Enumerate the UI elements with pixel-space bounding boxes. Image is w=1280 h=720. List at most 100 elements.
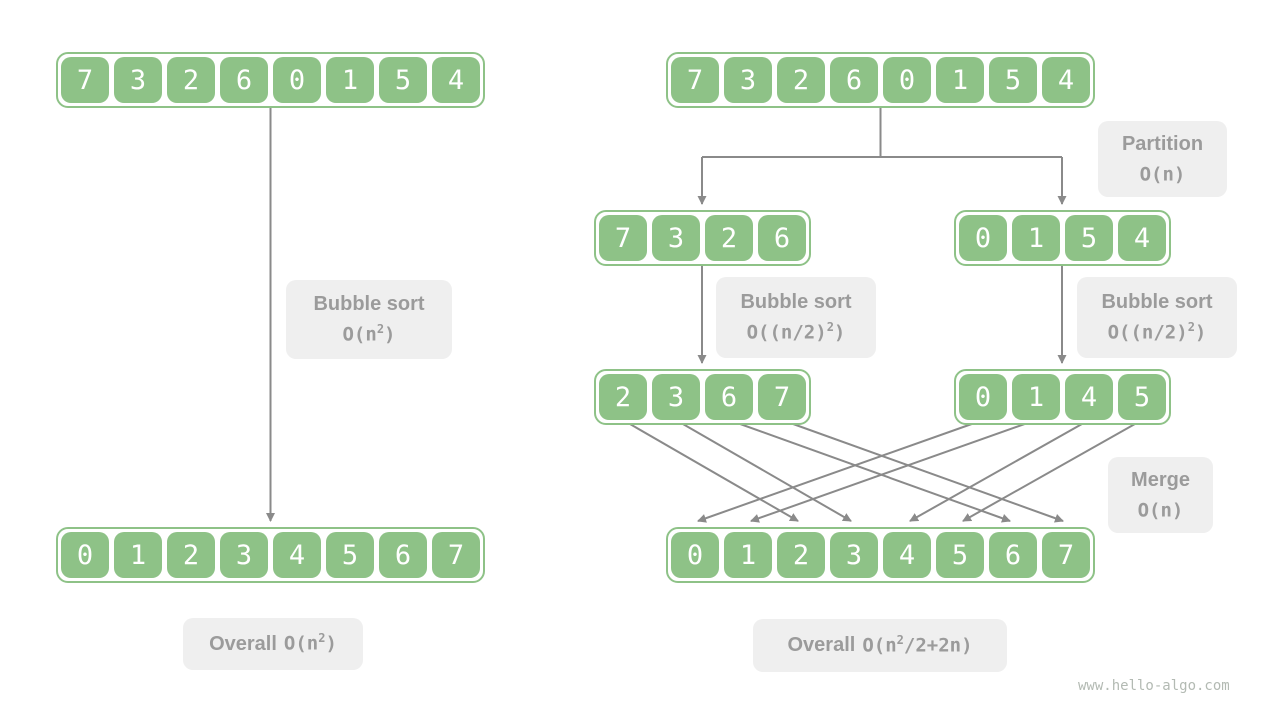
left-overall-label: Overall O(n2) [183,618,363,670]
complexity-pre: O(n) [1137,498,1184,521]
array-cell: 2 [777,57,825,103]
array-cell: 0 [959,374,1007,420]
array-cell: 6 [758,215,806,261]
right-overall-label: Overall O(n2/2+2n) [753,619,1007,672]
array-cell: 5 [1118,374,1166,420]
array-cell: 3 [724,57,772,103]
array-cell: 7 [758,374,806,420]
array-cell: 1 [936,57,984,103]
merge-label: Merge O(n) [1108,457,1213,533]
complexity-pre: O(n [283,632,319,655]
label-title: Bubble sort [313,293,425,316]
label-title: Overall [787,634,856,656]
array-cell: 7 [671,57,719,103]
label-title: Bubble sort [1101,291,1213,314]
array-cell: 0 [959,215,1007,261]
array-cell: 6 [705,374,753,420]
array-cell: 2 [705,215,753,261]
array-cell: 4 [273,532,321,578]
complexity-post: ) [384,323,396,346]
complexity-sup: 2 [1187,320,1195,335]
array-cell: 1 [1012,374,1060,420]
watermark: www.hello-algo.com [1078,678,1230,694]
array-cell: 0 [883,57,931,103]
left-bubble-sort-label: Bubble sort O(n2) [286,280,452,359]
complexity-pre: O((n/2) [1107,321,1188,344]
array-cell: 4 [1065,374,1113,420]
array-cell: 2 [777,532,825,578]
array-cell: 2 [167,57,215,103]
array-cell: 1 [1012,215,1060,261]
array-cell: 6 [379,532,427,578]
complexity-pre: O(n) [1139,162,1186,185]
complexity-pre: O(n [342,323,377,346]
merge-arrow-1 [750,419,1037,523]
label-complexity: O(n2) [342,320,395,350]
label-complexity: O(n2/2+2n) [862,631,972,661]
label-complexity: O(n) [1140,160,1186,190]
bubble-sort-right-half-label: Bubble sort O((n/2)2) [1077,277,1237,358]
array-cell: 2 [167,532,215,578]
label-complexity: O(n2) [284,629,337,659]
array-cell: 3 [220,532,268,578]
partition-label: Partition O(n) [1098,121,1227,197]
array-cell: 4 [883,532,931,578]
complexity-post: ) [833,321,846,344]
array-cell: 6 [220,57,268,103]
complexity-post: /2+2n) [903,633,973,656]
array-cell: 4 [1042,57,1090,103]
label-complexity: O(n) [1138,496,1184,526]
array-cell: 0 [671,532,719,578]
array-cell: 1 [326,57,374,103]
array-cell: 5 [326,532,374,578]
array-cell: 4 [432,57,480,103]
complexity-post: ) [325,632,337,655]
complexity-sup: 2 [896,632,904,647]
array-cell: 5 [379,57,427,103]
merge-arrow-6 [728,419,1011,523]
complexity-pre: O((n/2) [746,321,827,344]
array-cell: 6 [989,532,1037,578]
array-cell: 5 [989,57,1037,103]
array-cell: 0 [61,532,109,578]
merge-arrow-4 [909,419,1090,522]
complexity-sup: 2 [376,322,385,337]
label-complexity: O((n/2)2) [1108,318,1207,348]
array-cell: 3 [830,532,878,578]
array-cell: 2 [599,374,647,420]
array-cell: 3 [652,374,700,420]
merge-arrow-2 [622,419,799,522]
label-title: Overall [209,632,277,655]
array-cell: 5 [936,532,984,578]
array-cell: 7 [61,57,109,103]
array-cell: 7 [1042,532,1090,578]
complexity-sup: 2 [318,631,326,646]
merge-arrow-7 [781,419,1064,523]
array-cell: 0 [273,57,321,103]
array-cell: 1 [724,532,772,578]
bubble-sort-left-half-label: Bubble sort O((n/2)2) [716,277,876,358]
complexity-post: ) [1194,321,1207,344]
array-cell: 3 [114,57,162,103]
array-cell: 5 [1065,215,1113,261]
label-title: Merge [1131,468,1190,491]
merge-arrow-5 [962,419,1143,522]
merge-arrow-3 [675,419,852,522]
array-cell: 7 [432,532,480,578]
label-complexity: O((n/2)2) [747,318,846,348]
array-cell: 7 [599,215,647,261]
merge-arrow-0 [697,419,984,523]
array-cell: 1 [114,532,162,578]
array-cell: 4 [1118,215,1166,261]
complexity-sup: 2 [826,320,834,335]
